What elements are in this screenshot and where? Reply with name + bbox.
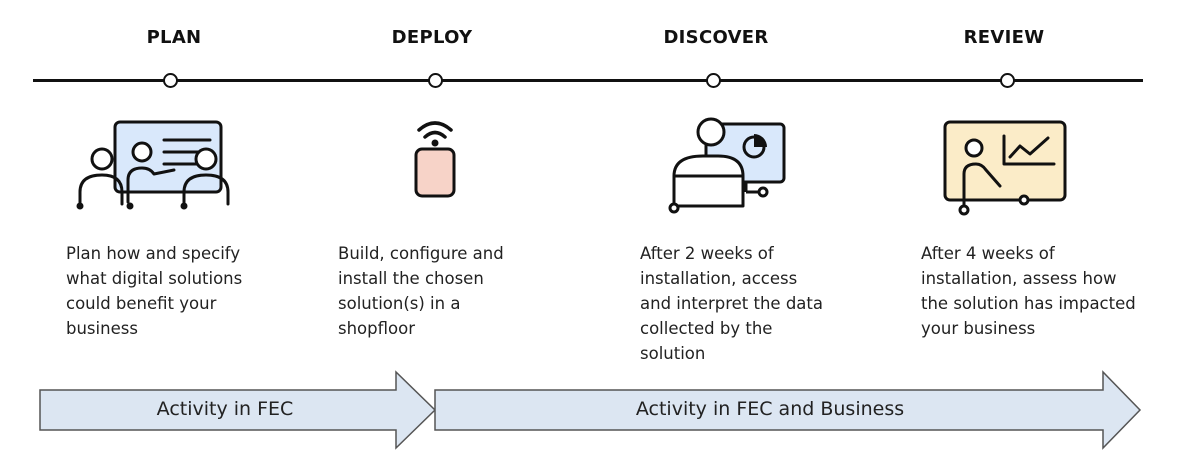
desc-line: solution <box>640 344 706 363</box>
arrow-label-fec: Activity in FEC <box>156 398 294 420</box>
stage-title-discover: DISCOVER <box>663 27 769 48</box>
stage-description-review: After 4 weeks of installation, assess ho… <box>921 241 1151 341</box>
arrow-label-fec-business: Activity in FEC and Business <box>635 398 905 420</box>
activity-arrow-fec-business <box>434 370 1142 450</box>
timeline-node-deploy <box>428 73 443 88</box>
desc-line: Plan how and specify <box>66 244 241 263</box>
desc-line: your business <box>921 319 1036 338</box>
desc-line: After 2 weeks of <box>640 244 774 263</box>
desc-line: After 4 weeks of <box>921 244 1055 263</box>
review-chart-icon <box>943 120 1067 216</box>
stage-description-deploy: Build, configure and install the chosen … <box>338 241 568 341</box>
desc-line: installation, access <box>640 269 798 288</box>
desc-line: installation, assess how <box>921 269 1117 288</box>
desc-line: and interpret the data <box>640 294 823 313</box>
desc-line: what digital solutions <box>66 269 243 288</box>
stage-title-deploy: DEPLOY <box>391 27 473 48</box>
stage-title-review: REVIEW <box>963 27 1045 48</box>
stage-title-plan: PLAN <box>146 27 202 48</box>
activity-arrow-fec <box>39 370 437 450</box>
presentation-icon <box>76 120 230 210</box>
wireless-device-icon <box>414 121 456 198</box>
desc-line: the solution has impacted <box>921 294 1136 313</box>
timeline-node-plan <box>163 73 178 88</box>
desc-line: shopfloor <box>338 319 415 338</box>
desc-line: business <box>66 319 138 338</box>
desc-line: solution(s) in a <box>338 294 461 313</box>
desc-line: collected by the <box>640 319 773 338</box>
timeline-line <box>33 79 1143 82</box>
data-analyst-icon <box>668 117 786 214</box>
desc-line: Build, configure and <box>338 244 504 263</box>
timeline-node-review <box>1000 73 1015 88</box>
timeline-node-discover <box>706 73 721 88</box>
desc-line: install the chosen <box>338 269 484 288</box>
stage-description-discover: After 2 weeks of installation, access an… <box>640 241 870 366</box>
stage-description-plan: Plan how and specify what digital soluti… <box>66 241 296 341</box>
desc-line: could benefit your <box>66 294 217 313</box>
